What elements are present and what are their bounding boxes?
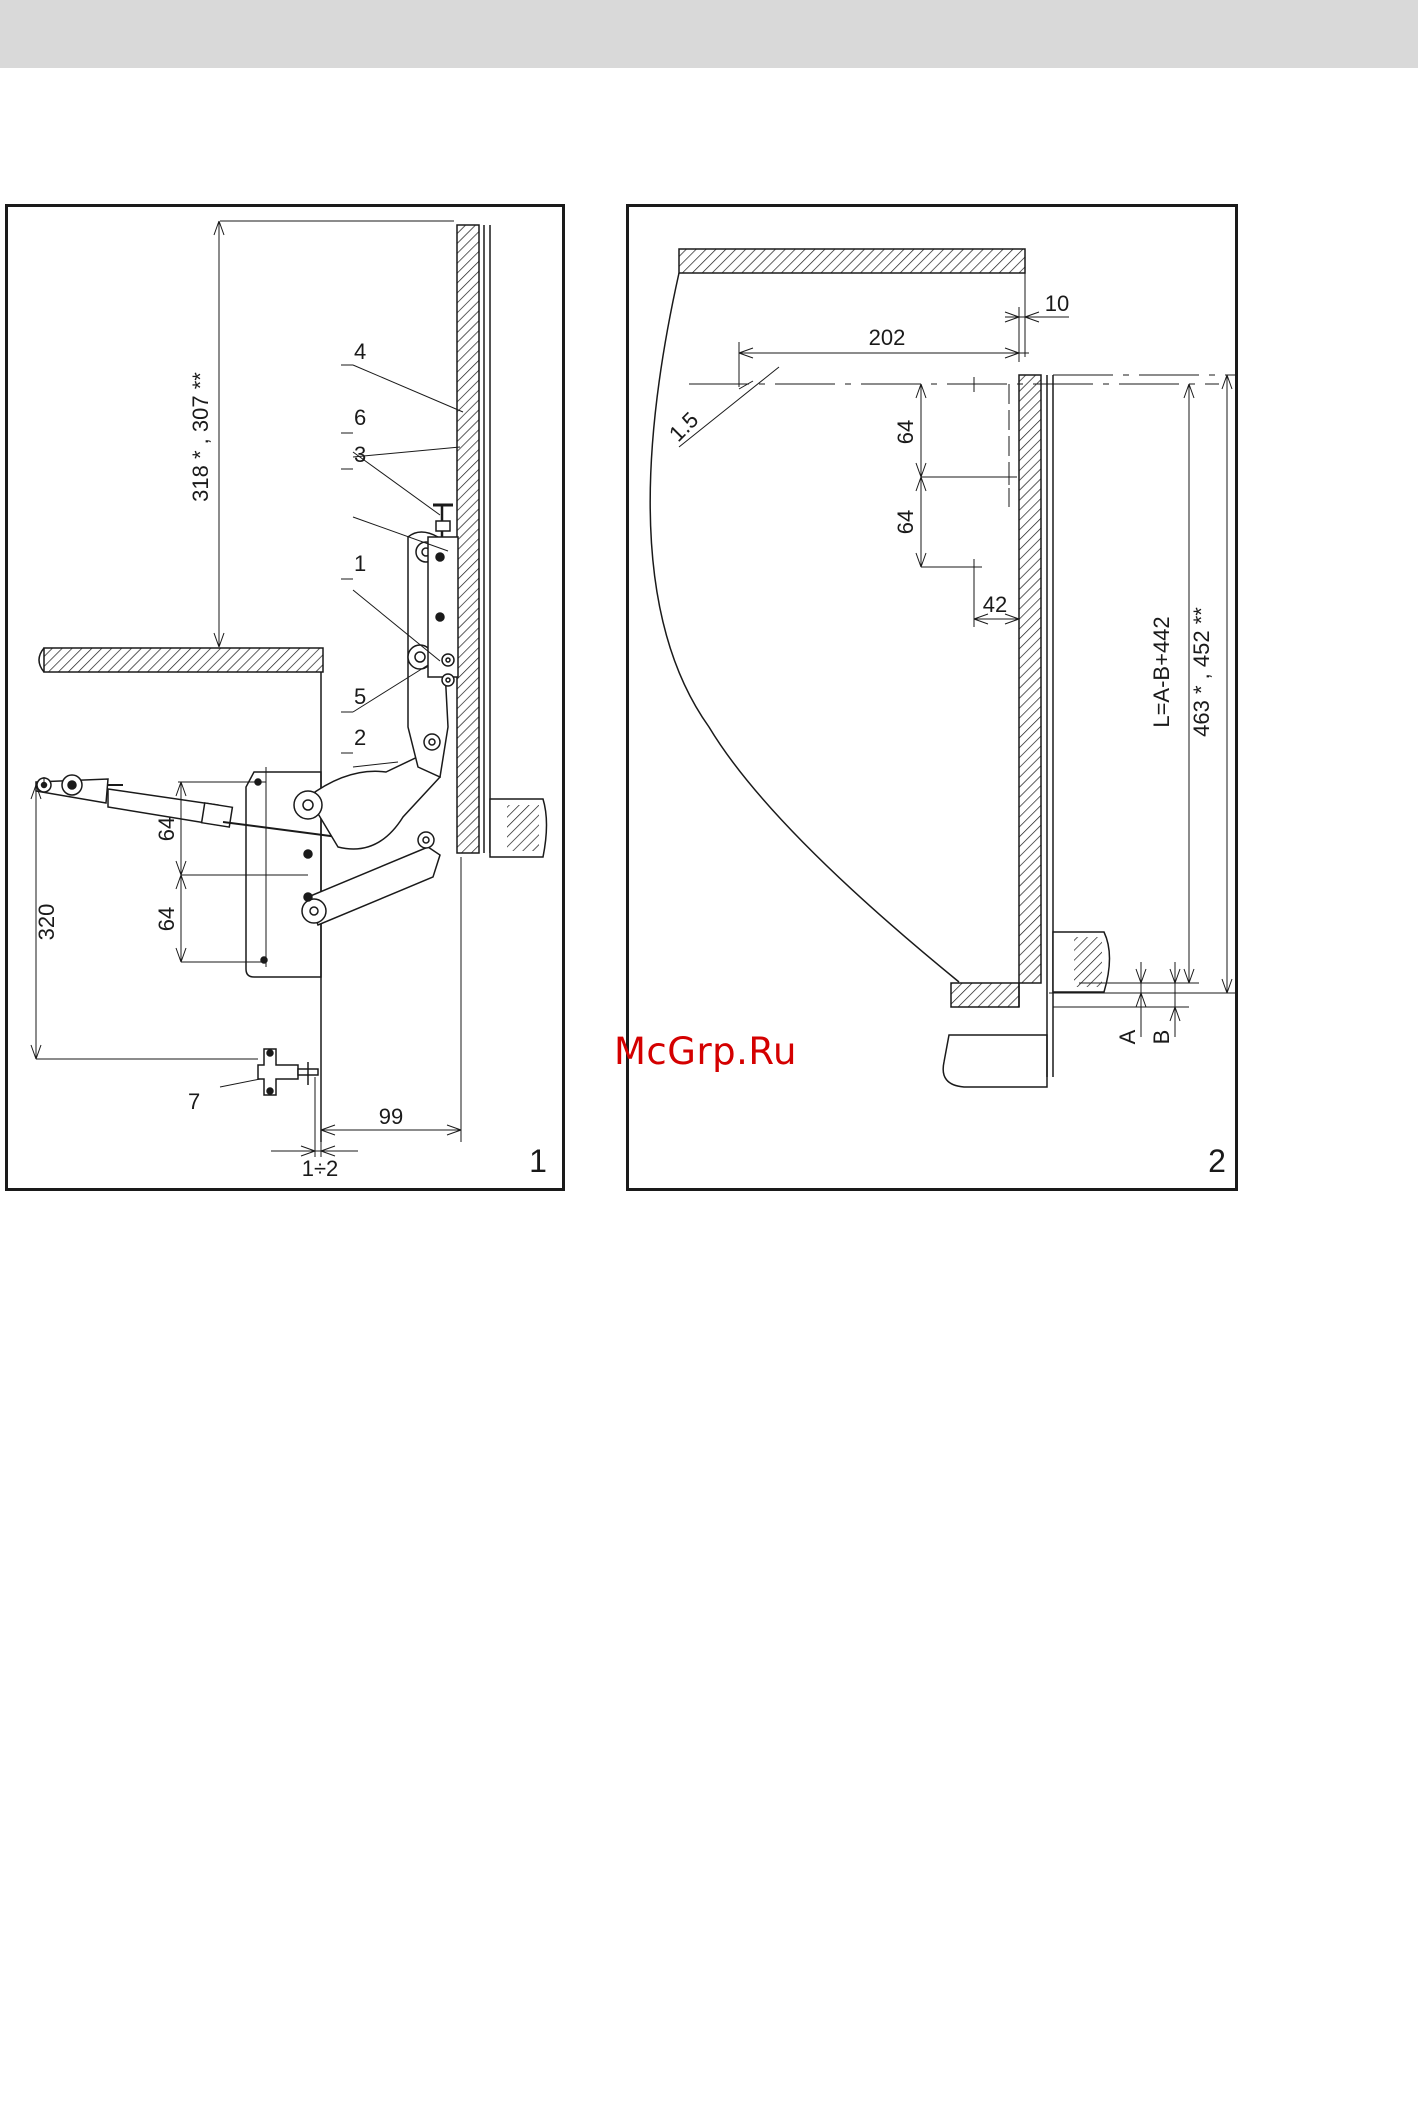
label-b: B	[1149, 1030, 1174, 1045]
dim-1-5-label: 1.5	[664, 407, 703, 446]
part-1-label: 1	[354, 551, 366, 576]
figure-1-drawing: 318 * , 307 ** 320 64 64 99 1÷2 4 6 3 1 …	[8, 207, 568, 1194]
door-panel	[1019, 375, 1041, 983]
dim-64b-label: 64	[893, 510, 918, 534]
dim-202-label: 202	[869, 325, 906, 350]
bottom-board	[951, 983, 1019, 1007]
header-bar	[0, 0, 1418, 68]
label-a: A	[1115, 1029, 1140, 1044]
figure-number: 1	[529, 1143, 547, 1179]
dim-top-label: 318 * , 307 **	[188, 372, 213, 502]
dim-99-label: 99	[379, 1104, 403, 1129]
part-7-label: 7	[188, 1089, 200, 1114]
formula-label: L=A-B+442	[1149, 616, 1174, 727]
dim-64a-label: 64	[154, 817, 179, 841]
dim-42-label: 42	[983, 592, 1007, 617]
swing-arc	[650, 273, 959, 982]
dim-10-label: 10	[1045, 291, 1069, 316]
watermark: McGrp.Ru	[614, 1030, 797, 1073]
dim-320-label: 320	[34, 904, 59, 941]
dim-side-label: 463 * , 452 **	[1189, 607, 1214, 737]
arm-lower	[308, 847, 440, 925]
connector-7	[258, 1049, 318, 1095]
dim-64a-label: 64	[893, 420, 918, 444]
dim-64b-label: 64	[154, 907, 179, 931]
part-2-label: 2	[354, 725, 366, 750]
part-4-label: 4	[354, 339, 366, 364]
figure-1-panel: 318 * , 307 ** 320 64 64 99 1÷2 4 6 3 1 …	[5, 204, 565, 1191]
dim-gap-label: 1÷2	[302, 1156, 339, 1181]
part-6-label: 6	[354, 405, 366, 430]
lower-front	[943, 1035, 1047, 1087]
cabinet-board	[44, 648, 323, 672]
door-panel	[457, 225, 479, 853]
figure-number: 2	[1208, 1143, 1226, 1179]
top-board	[679, 249, 1025, 273]
part-3-label: 3	[354, 442, 366, 467]
part-5-label: 5	[354, 684, 366, 709]
gas-strut	[36, 775, 338, 837]
